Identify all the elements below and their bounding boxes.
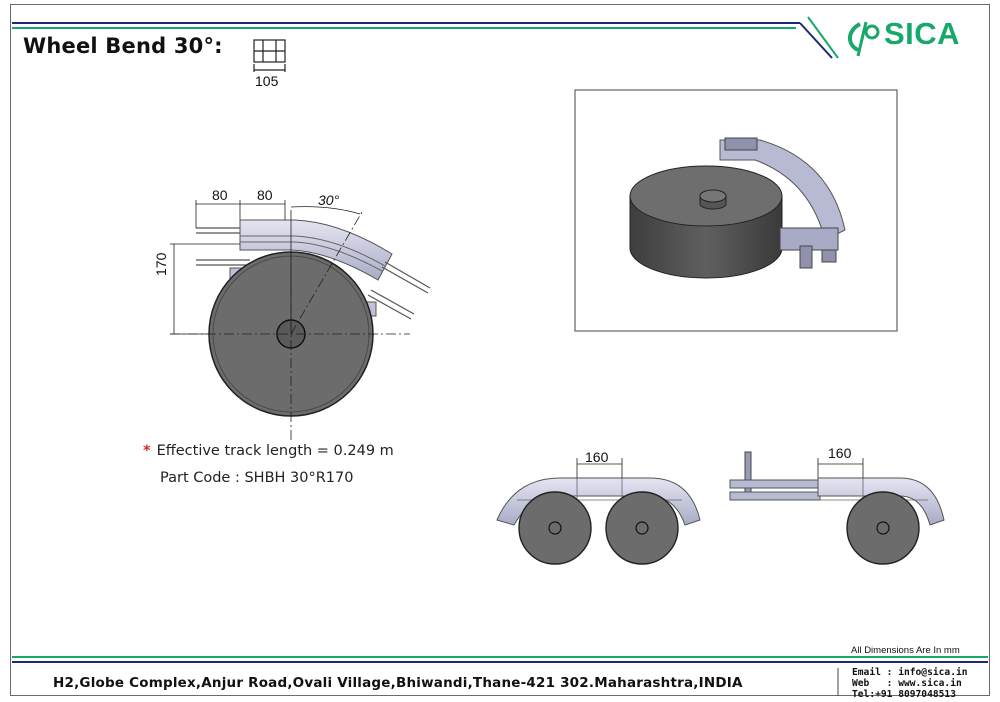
side-right-dim: 160: [828, 445, 852, 461]
header-stripes: [12, 16, 839, 59]
sica-logo-icon: [848, 21, 880, 57]
dimensions-unit-note: All Dimensions Are In mm: [851, 645, 960, 656]
dim-170: 170: [153, 252, 169, 276]
side-view-left: [496, 458, 701, 565]
track-length-note: *Effective track length = 0.249 m: [143, 443, 394, 459]
asterisk-icon: *: [143, 443, 151, 459]
top-view-drawing: [170, 200, 431, 440]
isometric-view: [574, 89, 898, 332]
side-view-right: [729, 451, 945, 565]
part-code-note: Part Code : SHBH 30°R170: [160, 470, 354, 486]
dim-80-right: 80: [257, 187, 273, 203]
contact-tel: Tel:+91 8097048513: [852, 689, 956, 700]
contact-web: Web : www.sica.in: [852, 678, 962, 689]
footer-stripes: [12, 656, 988, 696]
side-left-dim: 160: [585, 449, 609, 465]
logo-text: SICA: [884, 16, 961, 51]
profile-width-label: 105: [255, 73, 279, 89]
company-address: H2,Globe Complex,Anjur Road,Ovali Villag…: [53, 675, 743, 691]
dim-angle: 30°: [318, 192, 340, 208]
drawing-frame: [10, 4, 990, 696]
dim-80-left: 80: [212, 187, 228, 203]
contact-email: Email : info@sica.in: [852, 667, 968, 678]
page-title: Wheel Bend 30°:: [23, 34, 223, 58]
profile-section-icon: [253, 39, 286, 72]
